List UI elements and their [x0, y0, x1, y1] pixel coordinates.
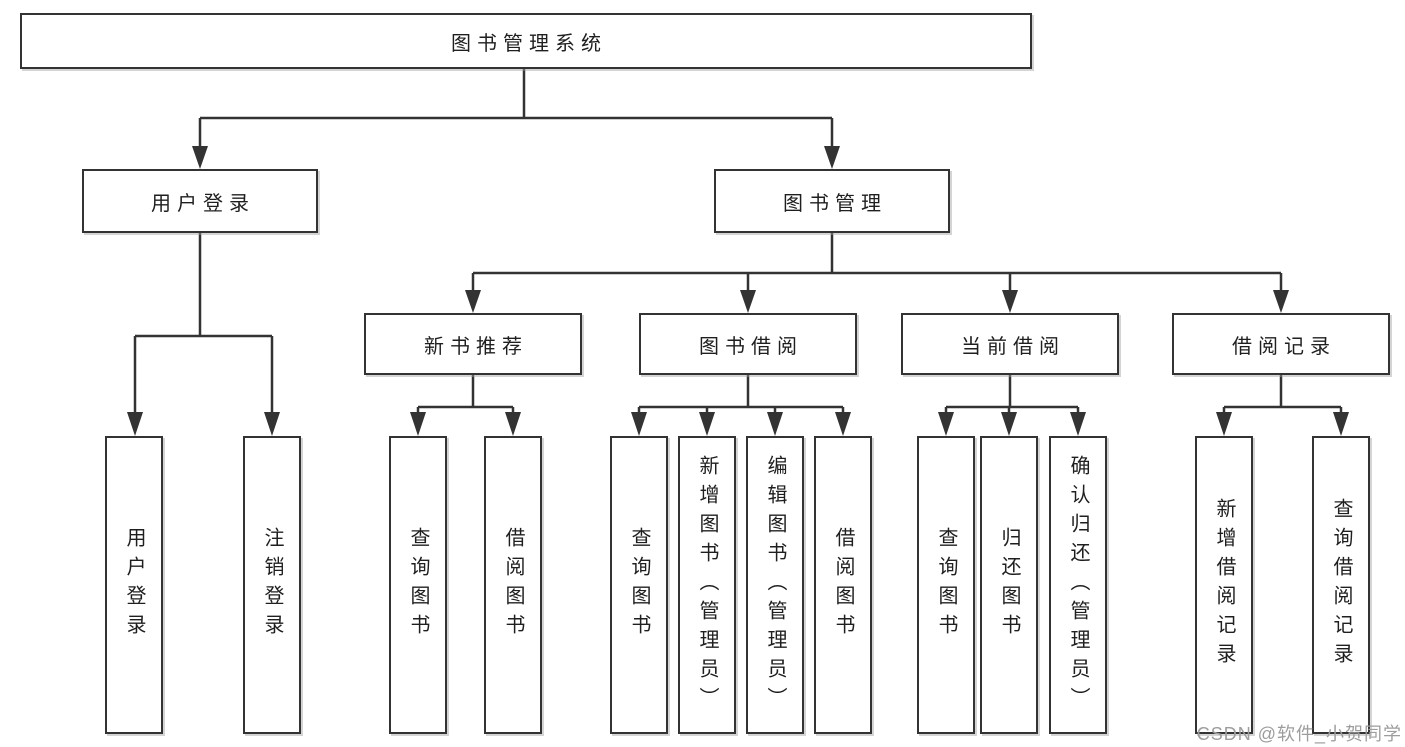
leaf-query-books-current: 查询图书	[917, 436, 975, 734]
arrow-down-icon	[1070, 412, 1086, 436]
arrowheads	[127, 146, 1349, 436]
leaf-edit-book-admin: 编辑图书（管理员）	[746, 436, 804, 734]
node-borrowing-records-label: 借阅记录	[1232, 335, 1336, 358]
connector-current-borrowing-to-children	[944, 375, 1080, 414]
leaf-borrow-books-borrowing: 借阅图书	[814, 436, 872, 734]
leaf-logout-label: 注销登录	[261, 527, 283, 643]
arrow-down-icon	[264, 412, 280, 436]
connector-book-management-to-children	[471, 233, 1283, 294]
watermark: CSDN @软件_小贺同学	[1196, 724, 1402, 744]
leaf-return-books-label: 归还图书	[998, 527, 1020, 643]
connector-borrow-records-to-children	[1222, 375, 1343, 414]
arrow-down-icon	[824, 146, 840, 169]
arrow-down-icon	[1333, 412, 1349, 436]
leaf-borrow-books-recommend: 借阅图书	[484, 436, 542, 734]
node-user-login-label: 用户登录	[151, 192, 255, 215]
arrow-down-icon	[1002, 290, 1018, 313]
node-current-borrowing: 当前借阅	[901, 313, 1119, 375]
node-library-management-system: 图书管理系统	[20, 13, 1032, 69]
connector-user-login-to-children	[133, 233, 274, 414]
node-current-borrowing-label: 当前借阅	[961, 335, 1065, 358]
arrow-down-icon	[835, 412, 851, 436]
leaf-logout: 注销登录	[243, 436, 301, 734]
connector-paths	[133, 69, 1343, 414]
arrow-down-icon	[1273, 290, 1289, 313]
leaf-borrow-books-borrowing-label: 借阅图书	[832, 527, 854, 643]
node-book-management-label: 图书管理	[783, 192, 887, 215]
leaf-confirm-return-admin-label: 确认归还（管理员）	[1067, 454, 1089, 716]
node-book-borrowing: 图书借阅	[639, 313, 857, 375]
arrow-down-icon	[410, 412, 426, 436]
arrow-down-icon	[192, 146, 208, 169]
leaf-query-books-borrowing-label: 查询图书	[628, 527, 650, 643]
leaf-query-books-borrowing: 查询图书	[610, 436, 668, 734]
arrow-down-icon	[127, 412, 143, 436]
connector-new-book-to-children	[416, 375, 515, 414]
node-borrowing-records: 借阅记录	[1172, 313, 1390, 375]
leaf-confirm-return-admin: 确认归还（管理员）	[1049, 436, 1107, 734]
connector-book-borrowing-to-children	[637, 375, 845, 414]
leaf-query-books-recommend: 查询图书	[389, 436, 447, 734]
node-new-book-recommendation: 新书推荐	[364, 313, 582, 375]
leaf-query-books-recommend-label: 查询图书	[407, 527, 429, 643]
leaf-user-login: 用户登录	[105, 436, 163, 734]
node-library-management-system-label: 图书管理系统	[451, 32, 607, 55]
node-book-management: 图书管理	[714, 169, 950, 233]
node-user-login: 用户登录	[82, 169, 318, 233]
leaf-add-book-admin-label: 新增图书（管理员）	[696, 454, 718, 716]
leaf-query-borrow-record: 查询借阅记录	[1312, 436, 1370, 734]
leaf-query-books-current-label: 查询图书	[935, 527, 957, 643]
arrow-down-icon	[465, 290, 481, 313]
arrow-down-icon	[1001, 412, 1017, 436]
arrow-down-icon	[938, 412, 954, 436]
connector-root-to-level2	[198, 69, 834, 150]
arrow-down-icon	[1216, 412, 1232, 436]
leaf-query-borrow-record-label: 查询借阅记录	[1330, 498, 1352, 672]
node-book-borrowing-label: 图书借阅	[699, 335, 803, 358]
leaf-edit-book-admin-label: 编辑图书（管理员）	[764, 454, 786, 716]
arrow-down-icon	[740, 290, 756, 313]
leaf-add-borrow-record: 新增借阅记录	[1195, 436, 1253, 734]
node-new-book-recommendation-label: 新书推荐	[424, 335, 528, 358]
arrow-down-icon	[699, 412, 715, 436]
arrow-down-icon	[505, 412, 521, 436]
leaf-user-login-label: 用户登录	[123, 527, 145, 643]
leaf-borrow-books-recommend-label: 借阅图书	[502, 527, 524, 643]
leaf-add-borrow-record-label: 新增借阅记录	[1213, 498, 1235, 672]
leaf-add-book-admin: 新增图书（管理员）	[678, 436, 736, 734]
leaf-return-books: 归还图书	[980, 436, 1038, 734]
arrow-down-icon	[767, 412, 783, 436]
arrow-down-icon	[631, 412, 647, 436]
